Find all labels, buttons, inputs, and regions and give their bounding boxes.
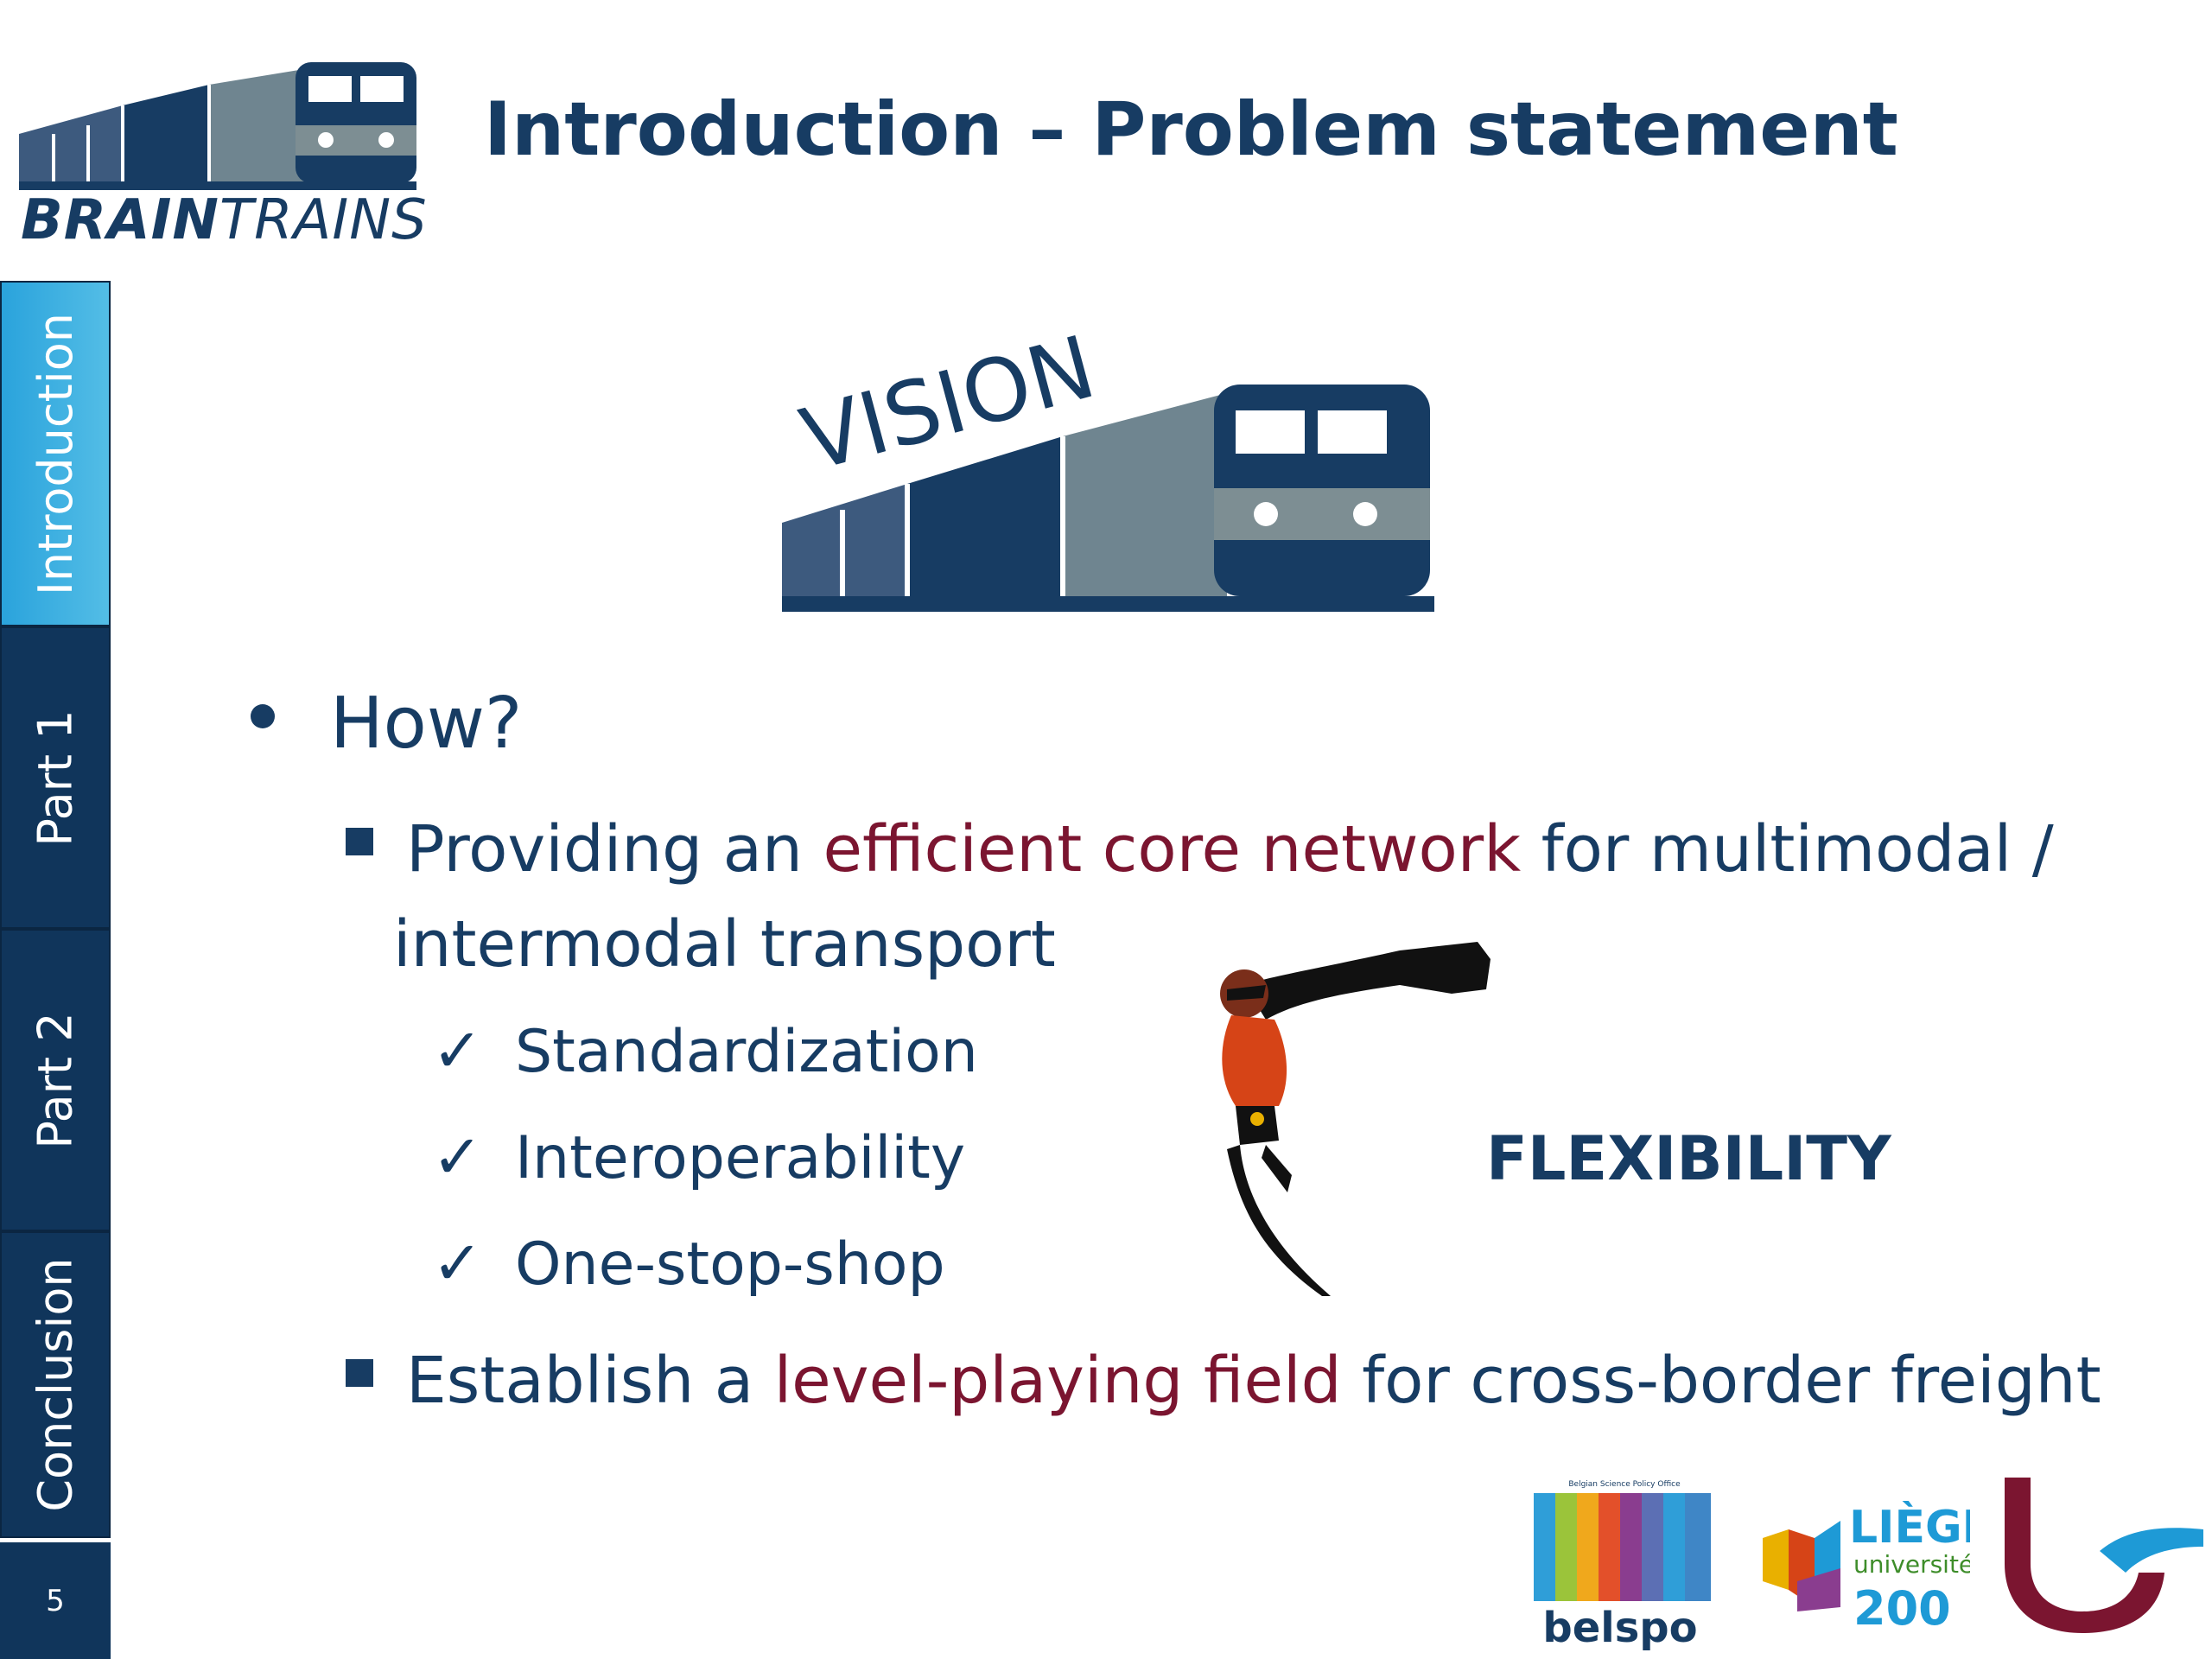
bullet-item-2: Establish a level-playing field for cros… (346, 1344, 2101, 1418)
bullet-how: How? (251, 683, 522, 765)
tab-conclusion[interactable]: Conclusion (0, 1231, 111, 1538)
bullet-dot-icon (251, 704, 275, 728)
stretching-hero-image (1220, 942, 1491, 1296)
flexibility-label: FLEXIBILITY (1486, 1123, 1891, 1194)
svg-text:belspo: belspo (1542, 1604, 1697, 1650)
checkmark-icon: ✓ (432, 1015, 483, 1086)
check-item: ✓Standardization (432, 1015, 978, 1086)
svg-text:LIÈGE: LIÈGE (1849, 1501, 1970, 1554)
slide-title: Introduction – Problem statement (484, 86, 1898, 173)
tab-part-2[interactable]: Part 2 (0, 929, 111, 1231)
bullet-item-1-continued: intermodal transport (393, 907, 1056, 982)
liege-universite-logo: LIÈGE université 200 (1763, 1501, 1970, 1636)
page-number: 5 (0, 1542, 111, 1659)
square-bullet-icon (346, 828, 373, 855)
checkmark-icon: ✓ (432, 1122, 483, 1192)
svg-text:université: université (1853, 1550, 1970, 1579)
svg-text:200: 200 (1853, 1581, 1951, 1636)
bullet-item-1: Providing an efficient core network for … (346, 812, 2054, 887)
square-bullet-icon (346, 1359, 373, 1387)
svg-text:Belgian Science Policy Office: Belgian Science Policy Office (1568, 1480, 1681, 1489)
check-item: ✓Interoperability (432, 1122, 966, 1192)
checkmark-icon: ✓ (432, 1228, 483, 1299)
tab-introduction[interactable]: Introduction (0, 281, 111, 626)
check-item: ✓One-stop-shop (432, 1228, 945, 1299)
belspo-logo: Belgian Science Policy Office belspo (1534, 1480, 1711, 1650)
university-u-logo (2005, 1478, 2203, 1633)
vision-train-graphic: VISION (782, 316, 1434, 612)
braintrains-logo (19, 62, 416, 190)
tab-part-1[interactable]: Part 1 (0, 626, 111, 929)
brand-wordmark: BRAINTRAINS (21, 188, 428, 252)
